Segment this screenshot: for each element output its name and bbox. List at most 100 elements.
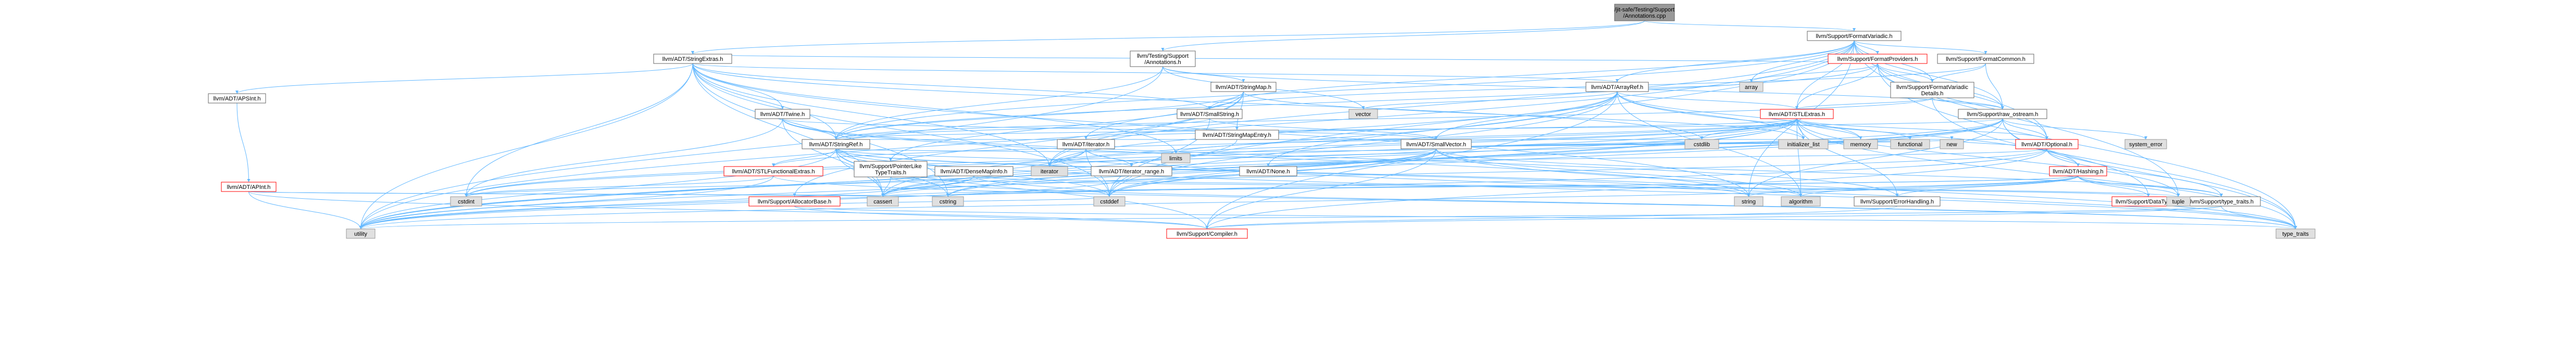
edge-arrowhead-apsint-to-apint bbox=[247, 179, 251, 182]
edge-smallvector-to-limits bbox=[1176, 148, 1436, 154]
edge-smallvector-to-cstring bbox=[947, 148, 1436, 197]
node-stringextras[interactable]: llvm/ADT/StringExtras.h bbox=[653, 54, 732, 64]
node-label-smallvector-0: llvm/ADT/SmallVector.h bbox=[1406, 142, 1466, 148]
edge-fv-to-stlextras bbox=[1796, 40, 1855, 110]
edge-arrowhead-fv-to-fcommon bbox=[1984, 51, 1987, 54]
edge-arrayref-to-vector bbox=[1363, 91, 1618, 110]
node-vector: vector bbox=[1348, 109, 1378, 119]
node-new: new bbox=[1940, 139, 1964, 149]
edge-adtiterator-to-typetraits bbox=[1085, 148, 2296, 230]
edge-stringref-to-typetraits bbox=[835, 148, 2296, 230]
edge-arrowhead-optional-to-new bbox=[1950, 136, 1954, 139]
node-allocbase[interactable]: llvm/Support/AllocatorBase.h bbox=[748, 196, 841, 207]
node-box-apint bbox=[221, 182, 277, 192]
node-apint[interactable]: llvm/ADT/APInt.h bbox=[221, 182, 277, 192]
node-label-none-0: llvm/ADT/None.h bbox=[1246, 169, 1290, 175]
edge-root-to-testann bbox=[1162, 20, 1645, 52]
node-none[interactable]: llvm/ADT/None.h bbox=[1239, 166, 1297, 176]
node-stlfunc[interactable]: llvm/ADT/STLFunctionalExtras.h bbox=[723, 166, 823, 176]
edge-twine-to-string bbox=[782, 118, 1749, 197]
edge-rawostream-to-systemerror bbox=[2002, 118, 2146, 140]
node-label-typetraits-0: type_traits bbox=[2282, 231, 2309, 237]
node-fproviders[interactable]: llvm/Support/FormatProviders.h bbox=[1828, 54, 1928, 64]
node-fcommon[interactable]: llvm/Support/FormatCommon.h bbox=[1937, 54, 2034, 64]
node-label-cstddef-0: cstddef bbox=[1100, 199, 1119, 205]
edge-stringmap-to-initlist bbox=[1243, 91, 1804, 140]
node-label-densemapinfo-0: llvm/ADT/DenseMapInfo.h bbox=[941, 169, 1007, 175]
node-label-ptrliketraits-1: TypeTraits.h bbox=[875, 170, 906, 176]
node-stringref[interactable]: llvm/ADT/StringRef.h bbox=[802, 139, 870, 149]
node-optional[interactable]: llvm/ADT/Optional.h bbox=[2015, 139, 2079, 149]
node-box-cstdint bbox=[450, 196, 482, 207]
node-box-smallvector bbox=[1400, 139, 1472, 149]
node-box-fcommon bbox=[1937, 54, 2034, 64]
edge-fv-to-fcommon bbox=[1854, 40, 1986, 55]
node-apsint[interactable]: llvm/ADT/APSInt.h bbox=[208, 93, 266, 104]
node-label-stringmapentry-0: llvm/ADT/StringMapEntry.h bbox=[1203, 132, 1271, 138]
node-box-stringmapentry bbox=[1195, 130, 1279, 140]
node-stringmapentry[interactable]: llvm/ADT/StringMapEntry.h bbox=[1195, 130, 1279, 140]
edge-arrowhead-rawostream-to-stringref bbox=[834, 136, 837, 139]
node-stringmap[interactable]: llvm/ADT/StringMap.h bbox=[1210, 82, 1277, 92]
node-smallvector[interactable]: llvm/ADT/SmallVector.h bbox=[1400, 139, 1472, 149]
edge-stlextras-to-utility bbox=[360, 118, 1797, 230]
node-typetraitsh[interactable]: llvm/Support/type_traits.h bbox=[2182, 196, 2261, 207]
edge-stlextras-to-optional bbox=[1796, 118, 2047, 140]
edge-allocbase-to-compiler bbox=[794, 206, 1207, 230]
edge-stringextras-to-cstddef bbox=[692, 63, 1110, 197]
edge-arrowhead-twine-to-smallvector bbox=[1434, 136, 1438, 139]
node-box-twine bbox=[755, 109, 810, 119]
edge-hashing-to-utility bbox=[360, 175, 2079, 230]
edge-arrowhead-stringextras-to-arrayref bbox=[1616, 79, 1619, 82]
node-compiler[interactable]: llvm/Support/Compiler.h bbox=[1166, 228, 1248, 239]
edge-densemapinfo-to-utility bbox=[360, 175, 974, 230]
edge-stlextras-to-memory bbox=[1796, 118, 1861, 140]
node-smallstring[interactable]: llvm/ADT/SmallString.h bbox=[1177, 109, 1243, 119]
node-arrayref[interactable]: llvm/ADT/ArrayRef.h bbox=[1585, 82, 1649, 92]
node-cassert: cassert bbox=[867, 196, 899, 207]
node-box-stringmap bbox=[1210, 82, 1277, 92]
edge-arrowhead-fvdetails-to-rawostream bbox=[2001, 106, 2004, 109]
node-iterrange[interactable]: llvm/ADT/iterator_range.h bbox=[1091, 166, 1172, 176]
edge-optional-to-typetraitsh bbox=[2046, 148, 2222, 197]
edge-fvdetails-to-stringref bbox=[835, 97, 1933, 140]
node-adtiterator[interactable]: llvm/ADT/iterator.h bbox=[1057, 139, 1115, 149]
edge-arrowhead-arrayref-to-vector bbox=[1361, 106, 1365, 109]
node-iterator: iterator bbox=[1031, 166, 1068, 176]
node-label-stringextras-0: llvm/ADT/StringExtras.h bbox=[662, 56, 723, 62]
edge-smallvector-to-compiler bbox=[1207, 148, 1436, 230]
node-root[interactable]: /jit-safe/Testing/Support/Annotations.cp… bbox=[1614, 4, 1675, 21]
node-label-stringmap-0: llvm/ADT/StringMap.h bbox=[1216, 84, 1271, 91]
node-box-iterrange bbox=[1091, 166, 1172, 176]
node-box-hashing bbox=[2049, 166, 2107, 176]
node-label-string-0: string bbox=[1742, 199, 1756, 205]
edge-stringmap-to-iterator bbox=[1049, 91, 1244, 167]
edge-stringmap-to-ptrliketraits bbox=[890, 91, 1244, 162]
edge-fvdetails-to-stlextras bbox=[1796, 97, 1933, 110]
node-fv[interactable]: llvm/Support/FormatVariadic.h bbox=[1807, 31, 1902, 41]
node-label-root-0: /jit-safe/Testing/Support bbox=[1615, 7, 1674, 13]
edge-testann-to-utility bbox=[360, 66, 1163, 230]
node-rawostream[interactable]: llvm/Support/raw_ostream.h bbox=[1958, 109, 2047, 119]
edge-stlextras-to-functional bbox=[1796, 118, 1910, 140]
node-errorhandling[interactable]: llvm/Support/ErrorHandling.h bbox=[1854, 196, 1941, 207]
edge-rawostream-to-datatypes bbox=[2002, 118, 2149, 197]
node-box-fv bbox=[1807, 31, 1902, 41]
node-stlextras[interactable]: llvm/ADT/STLExtras.h bbox=[1760, 109, 1834, 119]
node-hashing[interactable]: llvm/ADT/Hashing.h bbox=[2049, 166, 2107, 176]
node-testann[interactable]: llvm/Testing/Support/Annotations.h bbox=[1130, 50, 1196, 67]
node-densemapinfo[interactable]: llvm/ADT/DenseMapInfo.h bbox=[934, 166, 1014, 176]
edge-fproviders-to-stlextras bbox=[1796, 63, 1878, 110]
edge-fproviders-to-array bbox=[1751, 63, 1878, 83]
edge-arrowhead-hashing-to-cstring bbox=[946, 194, 949, 197]
edge-stringextras-to-limits bbox=[692, 63, 1176, 154]
node-box-new bbox=[1940, 139, 1964, 149]
edge-apint-to-utility bbox=[248, 191, 361, 230]
edge-fproviders-to-stringref bbox=[835, 63, 1878, 140]
edge-arrowhead-fproviders-to-stringextras bbox=[691, 51, 694, 54]
edge-arrowhead-typetraitsh-to-utility bbox=[359, 226, 362, 229]
edge-errorhandling-to-compiler bbox=[1207, 206, 1897, 230]
node-twine[interactable]: llvm/ADT/Twine.h bbox=[755, 109, 810, 119]
